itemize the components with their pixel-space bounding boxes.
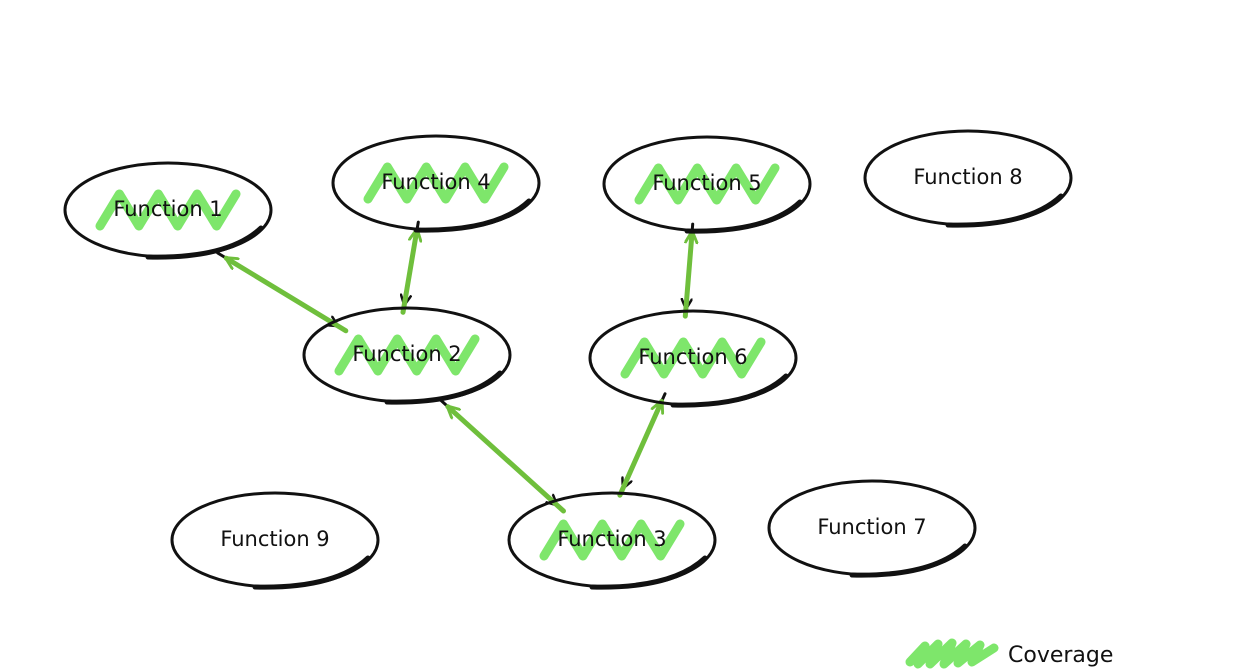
edges-layer <box>216 220 693 514</box>
node-label: Function 3 <box>557 527 666 551</box>
coverage-arrow-f3-f6 <box>617 402 662 498</box>
node-label: Function 8 <box>913 165 1022 189</box>
coverage-arrow-f2-f4 <box>400 230 417 315</box>
node-outline-stroke <box>145 225 264 260</box>
node-f2: Function 2 <box>302 306 512 405</box>
coverage-highlight <box>95 189 241 231</box>
legend: Coverage <box>905 638 1113 669</box>
coverage-highlight <box>539 519 685 561</box>
node-outline-stroke <box>252 555 371 590</box>
coverage-highlight <box>334 334 480 376</box>
node-f9: Function 9 <box>170 491 380 590</box>
node-outline-stroke <box>945 193 1064 228</box>
coverage-arrow-f3-f2 <box>445 404 566 514</box>
node-label: Function 5 <box>652 171 761 195</box>
node-label: Function 7 <box>817 515 926 539</box>
node-f3: Function 3 <box>507 491 717 590</box>
node-outline-stroke <box>413 198 532 233</box>
nodes-layer: Function 1 Function 2 Function 3 Function 4… <box>63 129 1073 590</box>
legend-label: Coverage <box>1008 643 1113 668</box>
node-f7: Function 7 <box>767 479 977 578</box>
node-outline-stroke <box>384 370 503 405</box>
coverage-highlight <box>363 162 509 204</box>
node-label: Function 6 <box>638 345 747 369</box>
node-label: Function 4 <box>381 170 490 194</box>
coverage-highlight <box>620 337 766 379</box>
node-f5: Function 5 <box>602 135 812 234</box>
coverage-arrow-f6-f5 <box>682 232 692 319</box>
node-f4: Function 4 <box>331 134 541 233</box>
coverage-arrow-f2-f1 <box>223 255 349 334</box>
node-label: Function 1 <box>113 197 222 221</box>
coverage-legend-swatch <box>905 638 999 669</box>
coverage-highlight <box>634 163 780 205</box>
node-outline-stroke <box>589 555 708 590</box>
node-f1: Function 1 <box>63 161 273 260</box>
node-outline-stroke <box>684 199 803 234</box>
node-f8: Function 8 <box>863 129 1073 228</box>
node-label: Function 9 <box>220 527 329 551</box>
node-outline-stroke <box>849 543 968 578</box>
node-f6: Function 6 <box>588 309 798 408</box>
node-outline-stroke <box>670 373 789 408</box>
node-label: Function 2 <box>352 342 461 366</box>
